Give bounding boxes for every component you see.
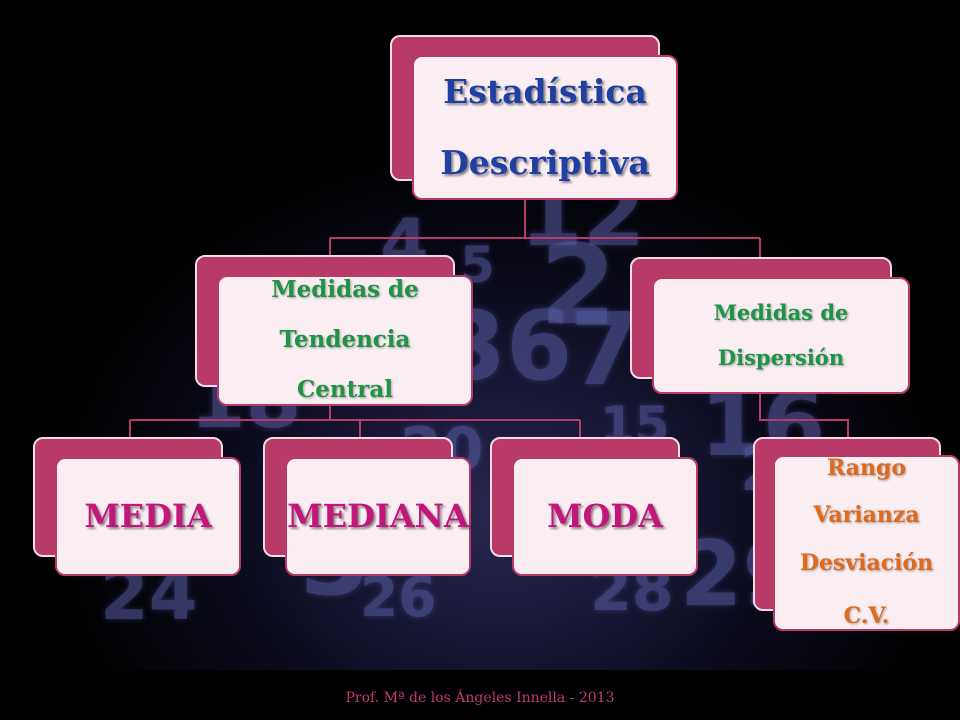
- background-numeral: 7: [570, 291, 640, 408]
- media-label: MEDIA: [84, 497, 212, 536]
- moda-label: MODA: [547, 497, 663, 536]
- node-mediana: MEDIANA: [263, 437, 473, 577]
- node-medidas-tendencia-central: Medidas de Tendencia Central: [195, 255, 475, 407]
- background-numeral: 2: [540, 221, 617, 349]
- connector-dispersion-to-leaf: [759, 392, 849, 440]
- central-line-3: Central: [296, 375, 394, 403]
- root-line-1: Estadística: [443, 72, 647, 112]
- dispersion-line-2: Dispersión: [717, 344, 845, 370]
- dispersion-line-1: Medidas de: [713, 299, 849, 325]
- node-media: MEDIA: [33, 437, 243, 577]
- footer-credit: Prof. Mª de los Ángeles Innella - 2013: [345, 690, 615, 706]
- connector-central-to-leaves: [129, 405, 581, 440]
- dispersion-leaf-line-1: Rango: [826, 454, 907, 481]
- node-estadistica-descriptiva: Estadística Descriptiva: [390, 35, 680, 200]
- central-line-2: Tendencia: [279, 326, 411, 354]
- root-line-2: Descriptiva: [440, 143, 650, 183]
- node-moda: MODA: [490, 437, 700, 577]
- dispersion-leaf-line-3: Desviación: [799, 549, 934, 576]
- dispersion-leaf-line-2: Varianza: [813, 502, 920, 529]
- mediana-label: MEDIANA: [287, 497, 469, 536]
- node-rango-varianza: Rango Varianza Desviación C.V.: [753, 437, 960, 632]
- connector-root-to-branches: [329, 198, 761, 262]
- node-medidas-dispersion: Medidas de Dispersión: [630, 257, 912, 395]
- background-numeral: 26: [360, 565, 437, 629]
- central-line-1: Medidas de: [271, 276, 419, 304]
- dispersion-leaf-line-4: C.V.: [843, 603, 890, 630]
